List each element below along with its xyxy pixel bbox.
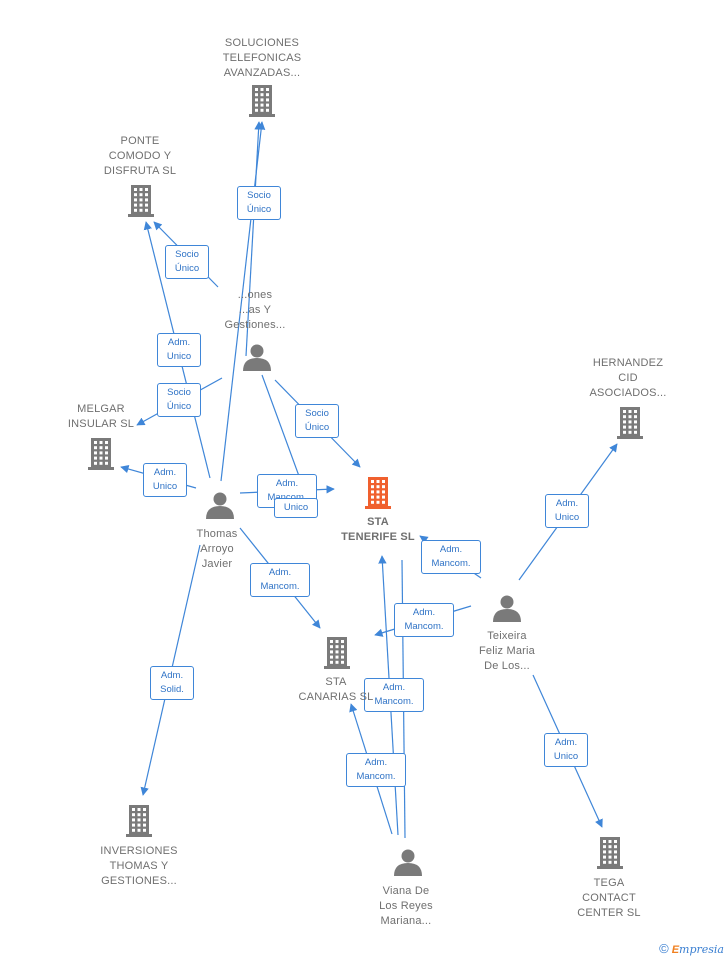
- node-label-thomas[interactable]: Thomas Arroyo Javier: [196, 528, 238, 570]
- node-label-ponte[interactable]: PONTE COMODO Y DISFRUTA SL: [103, 135, 177, 177]
- node-label-hernandez[interactable]: HERNANDEZ CID ASOCIADOS...: [589, 357, 667, 399]
- edge-label-teixeira-to-sta_tenerife[interactable]: Adm. Mancom.: [421, 540, 481, 574]
- edge-label-teixeira-to-sta_canarias[interactable]: Adm. Mancom.: [394, 603, 454, 637]
- edge-label-gestiones-to-melgar[interactable]: Socio Único: [157, 383, 201, 417]
- building-icon-sta_tenerife[interactable]: [365, 477, 391, 509]
- footer-brand: ©Empresia: [659, 941, 724, 956]
- building-icon-tega[interactable]: [597, 837, 623, 869]
- edge-label-gestiones-to-sta_canarias[interactable]: Unico: [274, 498, 318, 518]
- edge-label-thomas-to-sta_canarias[interactable]: Adm. Mancom.: [250, 563, 310, 597]
- copyright-icon: ©: [659, 941, 669, 956]
- building-icon-ponte[interactable]: [128, 185, 154, 217]
- person-icon-viana[interactable]: [394, 849, 422, 877]
- person-icon-gestiones[interactable]: [243, 344, 271, 372]
- edge-label-thomas-to-ponte[interactable]: Adm. Unico: [157, 333, 201, 367]
- edge-label-thomas-to-melgar[interactable]: Adm. Unico: [143, 463, 187, 497]
- person-icon-teixeira[interactable]: [493, 595, 521, 623]
- edge-label-gestiones-to-sta_tenerife[interactable]: Socio Único: [295, 404, 339, 438]
- node-label-inversiones[interactable]: INVERSIONES THOMAS Y GESTIONES...: [100, 845, 178, 887]
- node-label-sta_tenerife[interactable]: STA TENERIFE SL: [341, 516, 415, 543]
- edge-label-thomas-to-inversiones[interactable]: Adm. Solid.: [150, 666, 194, 700]
- node-label-gestiones[interactable]: ...ones ...as Y Gestiones...: [224, 289, 286, 331]
- person-icon-thomas[interactable]: [206, 492, 234, 520]
- edge-label-gestiones-to-ponte[interactable]: Socio Único: [165, 245, 209, 279]
- edge-label-viana-to-sta_canarias[interactable]: Adm. Mancom.: [346, 753, 406, 787]
- building-icon-sta_canarias[interactable]: [324, 637, 350, 669]
- node-label-sta_canarias[interactable]: STA CANARIAS SL: [298, 676, 374, 703]
- node-label-melgar[interactable]: MELGAR INSULAR SL: [67, 403, 135, 430]
- building-icon-inversiones[interactable]: [126, 805, 152, 837]
- edge-label-teixeira-to-hernandez[interactable]: Adm. Unico: [545, 494, 589, 528]
- building-icon-soluciones[interactable]: [249, 85, 275, 117]
- brand-initial: E: [671, 944, 680, 956]
- node-label-soluciones[interactable]: SOLUCIONES TELEFONICAS AVANZADAS...: [222, 37, 302, 79]
- building-icon-melgar[interactable]: [88, 438, 114, 470]
- building-icon-hernandez[interactable]: [617, 407, 643, 439]
- brand-name: mpresia: [679, 943, 724, 956]
- node-label-tega[interactable]: TEGA CONTACT CENTER SL: [577, 877, 641, 919]
- edge-gestiones-to-soluciones: [245, 121, 263, 357]
- edge-label-viana-to-sta_tenerife[interactable]: Adm. Mancom.: [364, 678, 424, 712]
- node-label-teixeira[interactable]: Teixeira Feliz Maria De Los...: [479, 630, 535, 672]
- edge-label-gestiones-to-soluciones[interactable]: Socio Único: [237, 186, 281, 220]
- node-label-viana[interactable]: Viana De Los Reyes Mariana...: [379, 885, 433, 927]
- edge-thomas-to-soluciones: [220, 121, 266, 482]
- edge-label-teixeira-to-tega[interactable]: Adm. Unico: [544, 733, 588, 767]
